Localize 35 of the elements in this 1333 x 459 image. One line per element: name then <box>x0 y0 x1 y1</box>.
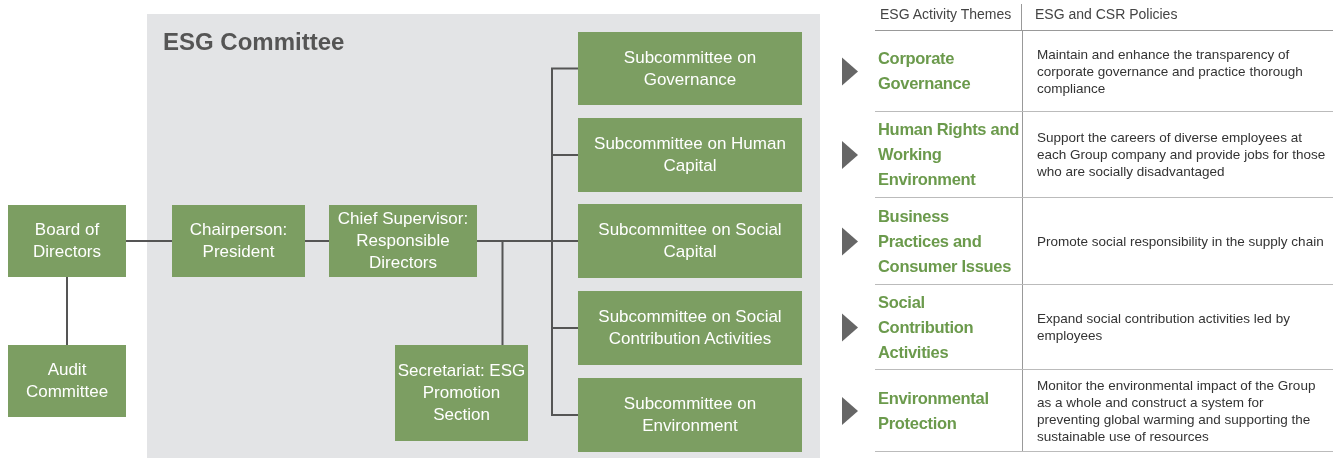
panel-title: ESG Committee <box>163 28 345 56</box>
connector-line <box>304 240 330 242</box>
org-box: Secretariat: ESG Promotion Section <box>395 345 528 441</box>
org-box: Subcommittee on Social Contribution Activities <box>578 291 802 365</box>
chevron-arrow <box>842 141 858 169</box>
org-box: Chairperson: President <box>172 205 305 277</box>
connector-line <box>125 240 173 242</box>
org-box: Subcommittee on Environment <box>578 378 802 452</box>
theme-heading: Human Rights and Working Environment <box>878 119 1020 190</box>
org-box: Subcommittee on Governance <box>578 32 802 105</box>
org-box: Board of Directors <box>8 205 126 277</box>
theme-heading: Social Contribution Activities <box>878 291 975 363</box>
table-row <box>875 198 1333 285</box>
policy-text: Promote social responsibility in the supply chain <box>1022 198 1333 284</box>
theme-heading: Business Practices and Consumer Issues <box>878 205 1013 277</box>
policy-text: Support the careers of diverse employees at each Group company and provide jobs for those who are socially disadvantaged <box>1022 112 1333 197</box>
org-box: Audit Committee <box>8 345 126 417</box>
chevron-arrow <box>842 227 858 256</box>
table-row <box>875 112 1333 198</box>
theme-heading: Environmental Protection <box>878 387 990 434</box>
connector-line <box>66 276 68 346</box>
chevron-arrow <box>842 313 858 342</box>
org-box: Chief Supervisor: Responsible Directors <box>329 205 477 277</box>
chevron-arrow <box>842 57 858 86</box>
committee-panel <box>147 14 820 458</box>
org-box: Subcommittee on Social Capital <box>578 204 802 278</box>
chevron-arrow <box>842 397 858 425</box>
table-row <box>875 285 1333 370</box>
org-box: Subcommittee on Human Capital <box>578 118 802 192</box>
policy-text: Monitor the environmental impact of the Group as a whole and construct a system for preventing global warming and supporting the sustainable use of resources <box>1022 370 1333 451</box>
table-row <box>875 370 1333 452</box>
theme-heading: Corporate Governance <box>878 48 972 94</box>
column-header: ESG and CSR Policies <box>1035 6 1178 22</box>
policy-text: Expand social contribution activities led by employees <box>1022 285 1333 369</box>
connector-line <box>476 240 504 346</box>
